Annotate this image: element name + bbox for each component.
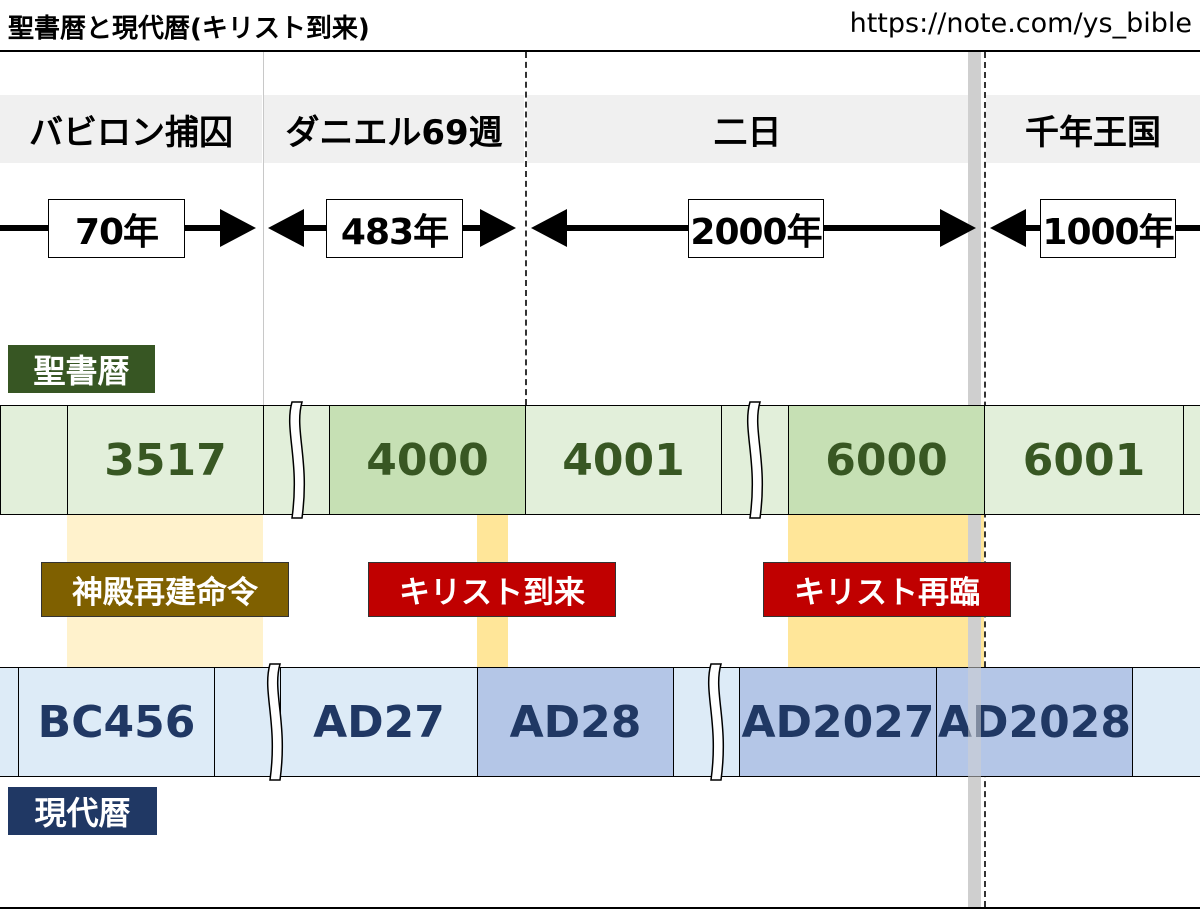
arrow-left-icon: [531, 209, 567, 247]
event-temple-rebuild-decree: 神殿再建命令: [41, 562, 289, 617]
period-daniel-69-weeks: ダニエル69週: [264, 95, 524, 163]
duration-1000-years: 1000年: [1040, 199, 1176, 258]
modern-break-mark-2: [708, 663, 724, 781]
duration-70-years: 70年: [48, 199, 185, 258]
modern-year-ad27: AD27: [280, 667, 478, 777]
arrow-left-icon: [990, 209, 1026, 247]
period-two-days: 二日: [527, 95, 968, 163]
return-marker-bar-overlay: [968, 667, 981, 777]
arrow-right-icon: [220, 209, 256, 247]
bible-cell-empty-start: [0, 405, 68, 515]
modern-year-ad2028: AD2028: [936, 667, 1133, 777]
period-divider-2: [525, 52, 527, 405]
event-christ-return: キリスト再臨: [763, 562, 1011, 617]
bible-break-mark-2: [747, 401, 763, 519]
duration-2000-years: 2000年: [688, 199, 824, 258]
bible-break-mark-1: [289, 401, 305, 519]
modern-cell-empty-end: [1132, 667, 1200, 777]
modern-year-bc456: BC456: [18, 667, 215, 777]
page-title: 聖書暦と現代暦(キリスト到来): [8, 14, 370, 44]
modern-break-mark-1: [267, 663, 283, 781]
bible-year-6000: 6000: [788, 405, 985, 515]
period-babylonian-exile: バビロン捕囚: [0, 95, 262, 163]
modern-year-ad28: AD28: [477, 667, 674, 777]
arrow-right-icon: [480, 209, 516, 247]
bible-year-4001: 4001: [525, 405, 722, 515]
modern-year-ad2027: AD2027: [739, 667, 937, 777]
bible-year-3517: 3517: [67, 405, 264, 515]
source-url[interactable]: https://note.com/ys_bible: [849, 8, 1192, 39]
event-christ-advent: キリスト到来: [368, 562, 616, 617]
modern-cell-gap-2: [673, 667, 740, 777]
header-divider: [0, 50, 1200, 52]
period-millennium: 千年王国: [986, 95, 1200, 163]
arrow-right-icon: [940, 209, 976, 247]
footer-divider: [0, 907, 1200, 909]
bible-year-6001: 6001: [984, 405, 1184, 515]
duration-483-years: 483年: [326, 199, 463, 258]
arrow-left-icon: [268, 209, 304, 247]
bible-cell-empty-end: [1183, 405, 1200, 515]
modern-calendar-label: 現代暦: [8, 787, 157, 835]
period-divider-1: [263, 52, 264, 405]
bible-calendar-label: 聖書暦: [8, 345, 155, 393]
bible-year-4000: 4000: [329, 405, 526, 515]
modern-cell-empty-start: [0, 667, 19, 777]
